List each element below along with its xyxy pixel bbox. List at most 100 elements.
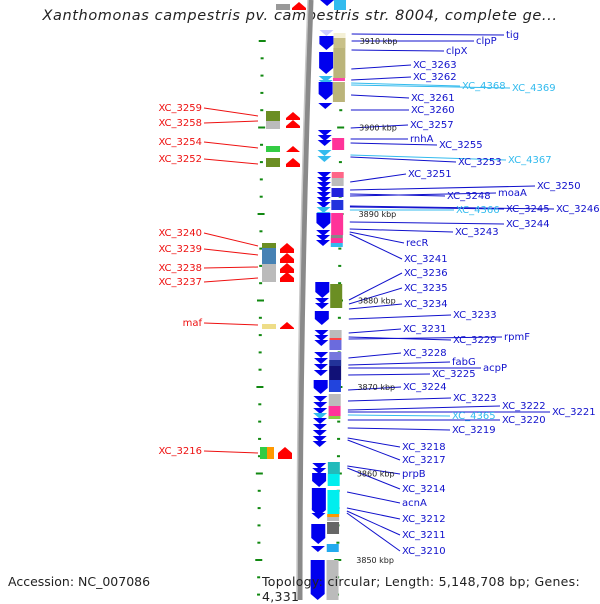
gene-label-maf[interactable]: maf bbox=[183, 318, 203, 329]
reverse-gene-arrow[interactable] bbox=[315, 282, 330, 298]
gene-label-XC_3246[interactable]: XC_3246 bbox=[556, 204, 600, 215]
reverse-gene-chevron[interactable] bbox=[318, 103, 333, 109]
reverse-gene-arrow[interactable] bbox=[318, 82, 333, 100]
forward-gene-arrow[interactable] bbox=[280, 322, 294, 329]
gene-color-block[interactable] bbox=[262, 264, 276, 282]
gene-label-XC_4369[interactable]: XC_4369 bbox=[512, 83, 556, 94]
gene-color-block[interactable] bbox=[330, 243, 343, 247]
reverse-gene-chevron[interactable] bbox=[315, 298, 330, 304]
reverse-gene-chevron[interactable] bbox=[317, 177, 332, 183]
gene-label-XC_3255[interactable]: XC_3255 bbox=[439, 140, 483, 151]
gene-color-block[interactable] bbox=[330, 238, 343, 243]
gene-label-acnA[interactable]: acnA bbox=[402, 498, 427, 509]
forward-gene-arrow[interactable] bbox=[286, 112, 300, 120]
gene-color-block[interactable] bbox=[328, 394, 341, 406]
gene-label-XC_3259[interactable]: XC_3259 bbox=[158, 103, 202, 114]
gene-color-block[interactable] bbox=[333, 33, 346, 38]
reverse-gene-arrow[interactable] bbox=[312, 473, 327, 487]
reverse-gene-chevron[interactable] bbox=[313, 364, 328, 370]
reverse-gene-chevron[interactable] bbox=[316, 187, 331, 193]
reverse-gene-chevron[interactable] bbox=[316, 192, 331, 198]
gene-color-block[interactable] bbox=[331, 188, 344, 197]
gene-label-XC_3263[interactable]: XC_3263 bbox=[413, 60, 457, 71]
reverse-gene-arrow[interactable] bbox=[311, 524, 326, 544]
gene-label-XC_3245[interactable]: XC_3245 bbox=[506, 204, 550, 215]
gene-label-XC_3235[interactable]: XC_3235 bbox=[404, 283, 448, 294]
forward-gene-arrow[interactable] bbox=[292, 2, 306, 10]
reverse-gene-arrow[interactable] bbox=[319, 36, 334, 50]
gene-label-tig[interactable]: tig bbox=[506, 30, 519, 41]
gene-label-XC_3216[interactable]: XC_3216 bbox=[158, 446, 202, 457]
gene-label-rnhA[interactable]: rnhA bbox=[410, 134, 434, 145]
gene-label-XC_3248[interactable]: XC_3248 bbox=[447, 191, 491, 202]
gene-color-block[interactable] bbox=[331, 200, 344, 210]
reverse-gene-chevron[interactable] bbox=[314, 330, 329, 336]
gene-label-XC_3222[interactable]: XC_3222 bbox=[502, 401, 546, 412]
gene-label-XC_3218[interactable]: XC_3218 bbox=[402, 442, 446, 453]
gene-color-block[interactable] bbox=[332, 78, 345, 81]
gene-color-block[interactable] bbox=[327, 522, 340, 534]
gene-color-block[interactable] bbox=[330, 235, 343, 238]
gene-label-rpmF[interactable]: rpmF bbox=[504, 332, 530, 343]
gene-label-XC_3244[interactable]: XC_3244 bbox=[506, 219, 550, 230]
gene-label-XC_3228[interactable]: XC_3228 bbox=[403, 348, 447, 359]
reverse-gene-chevron[interactable] bbox=[317, 130, 332, 136]
forward-gene-arrow[interactable] bbox=[286, 158, 300, 167]
gene-label-XC_3238[interactable]: XC_3238 bbox=[158, 263, 202, 274]
gene-label-XC_3231[interactable]: XC_3231 bbox=[403, 324, 447, 335]
gene-color-block[interactable] bbox=[331, 178, 344, 186]
reverse-gene-chevron[interactable] bbox=[317, 140, 332, 146]
reverse-gene-chevron[interactable] bbox=[310, 546, 325, 552]
forward-gene-arrow[interactable] bbox=[278, 447, 292, 459]
reverse-gene-chevron[interactable] bbox=[312, 463, 327, 469]
gene-label-XC_3221[interactable]: XC_3221 bbox=[552, 407, 596, 418]
gene-label-XC_3219[interactable]: XC_3219 bbox=[452, 425, 496, 436]
gene-color-block[interactable] bbox=[331, 213, 344, 235]
forward-gene-arrow[interactable] bbox=[280, 272, 294, 282]
reverse-gene-chevron[interactable] bbox=[314, 358, 329, 364]
reverse-gene-chevron[interactable] bbox=[316, 197, 331, 203]
reverse-gene-chevron[interactable] bbox=[314, 340, 329, 346]
reverse-gene-chevron[interactable] bbox=[317, 150, 332, 156]
gene-label-XC_3224[interactable]: XC_3224 bbox=[403, 382, 447, 393]
reverse-gene-chevron[interactable] bbox=[316, 202, 331, 208]
gene-color-block[interactable] bbox=[276, 4, 290, 10]
reverse-gene-chevron[interactable] bbox=[314, 352, 329, 358]
gene-label-XC_3258[interactable]: XC_3258 bbox=[158, 118, 202, 129]
gene-label-clpX[interactable]: clpX bbox=[446, 46, 468, 57]
gene-label-XC_3257[interactable]: XC_3257 bbox=[410, 120, 454, 131]
gene-color-block[interactable] bbox=[327, 517, 340, 521]
reverse-gene-chevron[interactable] bbox=[316, 230, 331, 236]
reverse-gene-chevron[interactable] bbox=[311, 508, 326, 514]
reverse-gene-chevron[interactable] bbox=[319, 30, 334, 36]
gene-label-XC_3233[interactable]: XC_3233 bbox=[453, 310, 497, 321]
gene-label-XC_3212[interactable]: XC_3212 bbox=[402, 514, 446, 525]
gene-color-block[interactable] bbox=[327, 514, 340, 517]
gene-label-XC_3254[interactable]: XC_3254 bbox=[158, 137, 202, 148]
gene-color-block[interactable] bbox=[329, 366, 342, 380]
gene-label-XC_3220[interactable]: XC_3220 bbox=[502, 415, 546, 426]
reverse-gene-chevron[interactable] bbox=[314, 335, 329, 341]
gene-color-block[interactable] bbox=[266, 111, 280, 121]
gene-color-block[interactable] bbox=[326, 544, 339, 552]
reverse-gene-chevron[interactable] bbox=[312, 468, 327, 474]
reverse-gene-arrow[interactable] bbox=[310, 560, 325, 600]
reverse-gene-chevron[interactable] bbox=[311, 513, 326, 519]
reverse-gene-chevron[interactable] bbox=[313, 408, 328, 414]
gene-color-block[interactable] bbox=[328, 406, 341, 416]
gene-label-XC_3214[interactable]: XC_3214 bbox=[402, 484, 446, 495]
gene-color-block[interactable] bbox=[266, 158, 280, 167]
gene-label-XC_4366[interactable]: XC_4366 bbox=[456, 205, 500, 216]
gene-label-XC_3217[interactable]: XC_3217 bbox=[402, 455, 446, 466]
gene-color-block[interactable] bbox=[267, 447, 274, 459]
reverse-gene-chevron[interactable] bbox=[312, 436, 327, 442]
gene-color-block[interactable] bbox=[328, 416, 341, 419]
gene-color-block[interactable] bbox=[331, 172, 344, 178]
gene-color-block[interactable] bbox=[328, 380, 341, 392]
gene-color-block[interactable] bbox=[327, 462, 340, 474]
gene-label-recR[interactable]: recR bbox=[406, 238, 429, 249]
reverse-gene-chevron[interactable] bbox=[317, 156, 332, 162]
gene-color-block[interactable] bbox=[332, 82, 345, 102]
forward-gene-arrow[interactable] bbox=[280, 253, 294, 263]
